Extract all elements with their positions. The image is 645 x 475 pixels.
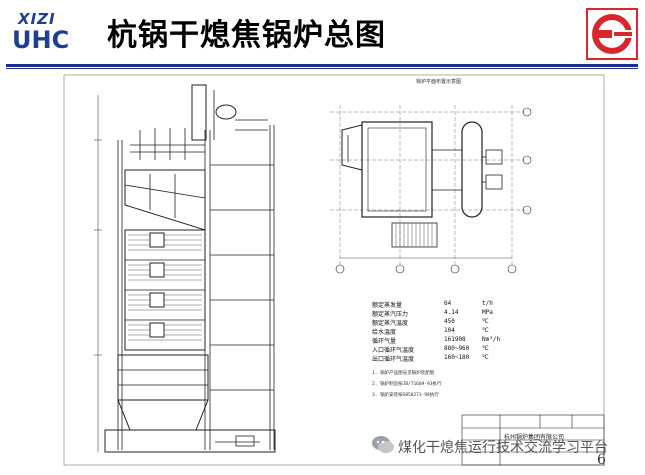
parameter-name: 给水温度 bbox=[372, 329, 397, 336]
parameter-value: 4.14 bbox=[444, 309, 459, 316]
parameter-value: 450 bbox=[444, 318, 455, 325]
parameter-name: 循环气量 bbox=[372, 338, 397, 345]
title-block bbox=[461, 414, 605, 466]
title-block-company: 杭州锅炉集团有限公司 bbox=[504, 434, 565, 441]
company-emblem-icon bbox=[586, 8, 638, 60]
note-line: 1. 锅炉产品图号见锅炉装配图 bbox=[372, 371, 435, 376]
parameter-name: 额定蒸发量 bbox=[372, 302, 403, 309]
header-rule-thin bbox=[6, 68, 638, 69]
page-number: 6 bbox=[597, 452, 606, 468]
parameter-unit: ℃ bbox=[482, 345, 489, 352]
parameter-unit: ℃ bbox=[482, 327, 489, 334]
plan-view-title: 锅炉平面布置示意图 bbox=[416, 79, 462, 85]
xizi-uhc-logo: XIZI UHC bbox=[8, 10, 80, 60]
header-rule-thick bbox=[6, 64, 638, 67]
parameter-name: 额定蒸汽压力 bbox=[372, 311, 409, 318]
note-line: 2. 锅炉制造按JB/T1609-93执行 bbox=[372, 382, 442, 387]
parameter-name: 额定蒸汽温度 bbox=[372, 320, 409, 327]
watermark-text: 煤化干熄焦运行技术交流学习平台 bbox=[398, 440, 608, 456]
parameter-value: 161908 bbox=[444, 336, 466, 343]
parameter-unit: t/h bbox=[482, 300, 493, 307]
wechat-icon bbox=[372, 436, 394, 453]
logo-uhc-text: UHC bbox=[12, 26, 70, 54]
parameter-unit: ℃ bbox=[482, 354, 489, 361]
boiler-general-drawing bbox=[63, 74, 605, 466]
parameter-name: 入口循环气温度 bbox=[372, 347, 415, 354]
parameter-value: 64 bbox=[444, 300, 452, 307]
parameter-unit: Nm³/h bbox=[482, 336, 501, 343]
drawing-notes: 1. 锅炉产品图号见锅炉装配图 2. 锅炉制造按JB/T1609-93执行 3. 锅… bbox=[372, 370, 441, 403]
note-line: 3. 锅炉安装按GB50273-98执行 bbox=[372, 393, 439, 398]
parameter-value: 104 bbox=[444, 327, 455, 334]
parameter-unit: ℃ bbox=[482, 318, 489, 325]
parameter-unit: MPa bbox=[482, 309, 493, 316]
plan-view bbox=[330, 105, 532, 274]
parameter-name: 出口循环气温度 bbox=[372, 356, 415, 363]
elevation-view bbox=[94, 84, 276, 453]
parameter-value: 160~180 bbox=[444, 354, 470, 361]
parameter-value: 880~960 bbox=[444, 345, 470, 352]
logo-xizi-text: XIZI bbox=[18, 10, 56, 28]
slide-title: 杭锅干熄焦锅炉总图 bbox=[107, 18, 386, 53]
